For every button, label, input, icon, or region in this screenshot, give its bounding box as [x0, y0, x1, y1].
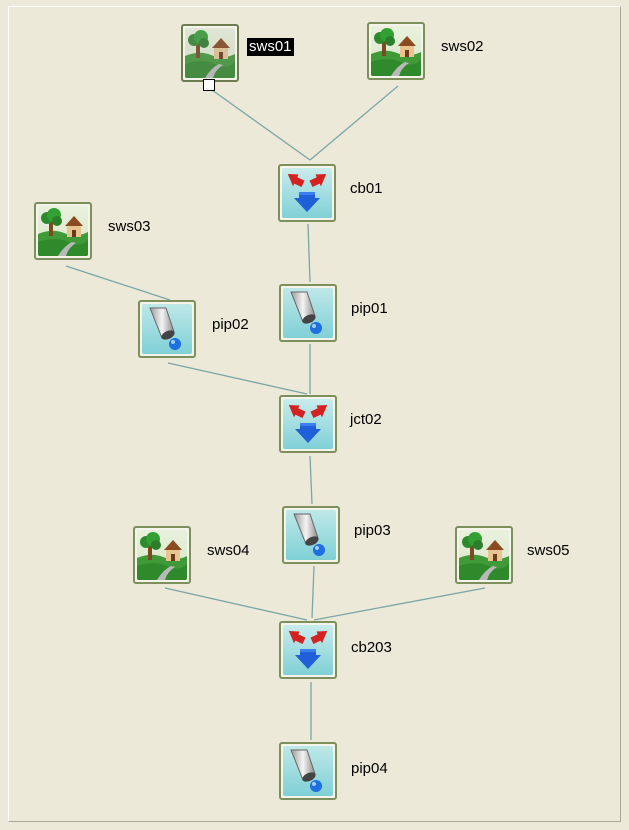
- house-landscape-icon: [38, 206, 88, 256]
- node-label-pip03[interactable]: pip03: [354, 522, 391, 539]
- node-label-pip04[interactable]: pip04: [351, 760, 388, 777]
- node-sws03[interactable]: [34, 202, 92, 260]
- junction-arrows-icon: [283, 625, 333, 675]
- node-pip03[interactable]: [282, 506, 340, 564]
- pipe-outlet-icon: [283, 288, 333, 338]
- house-landscape-icon: [137, 530, 187, 580]
- node-label-pip01[interactable]: pip01: [351, 300, 388, 317]
- node-pip02[interactable]: [138, 300, 196, 358]
- node-label-sws02[interactable]: sws02: [441, 38, 484, 55]
- pipe-outlet-icon: [142, 304, 192, 354]
- selection-handle[interactable]: [203, 79, 215, 91]
- node-label-pip02[interactable]: pip02: [212, 316, 249, 333]
- house-landscape-icon: [371, 26, 421, 76]
- node-pip01[interactable]: [279, 284, 337, 342]
- node-label-cb203[interactable]: cb203: [351, 639, 392, 656]
- node-label-sws03[interactable]: sws03: [108, 218, 151, 235]
- node-label-jct02[interactable]: jct02: [350, 411, 382, 428]
- node-sws04[interactable]: [133, 526, 191, 584]
- node-label-sws05[interactable]: sws05: [527, 542, 570, 559]
- node-jct02[interactable]: [279, 395, 337, 453]
- node-sws02[interactable]: [367, 22, 425, 80]
- pipe-outlet-icon: [283, 746, 333, 796]
- node-sws01[interactable]: [181, 24, 239, 82]
- node-label-cb01[interactable]: cb01: [350, 180, 383, 197]
- node-cb203[interactable]: [279, 621, 337, 679]
- node-sws05[interactable]: [455, 526, 513, 584]
- junction-arrows-icon: [282, 168, 332, 218]
- house-landscape-icon: [185, 28, 235, 78]
- pipe-outlet-icon: [286, 510, 336, 560]
- junction-arrows-icon: [283, 399, 333, 449]
- node-cb01[interactable]: [278, 164, 336, 222]
- node-pip04[interactable]: [279, 742, 337, 800]
- node-label-sws01[interactable]: sws01: [247, 38, 294, 56]
- node-label-sws04[interactable]: sws04: [207, 542, 250, 559]
- house-landscape-icon: [459, 530, 509, 580]
